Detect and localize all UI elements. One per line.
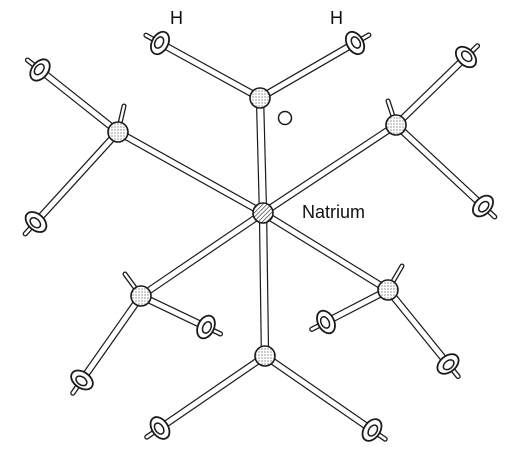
o-h-bond	[157, 352, 268, 432]
oxygen-atom	[385, 114, 407, 136]
o-h-bond	[33, 129, 121, 225]
o-h-bond	[262, 352, 375, 434]
sodium-atom	[252, 202, 274, 224]
hydrogen-atom	[143, 30, 170, 56]
hydrogen-atom	[144, 416, 171, 440]
bonds-layer	[33, 39, 486, 434]
hydrogen-label-right: H	[330, 8, 343, 28]
o-h-bond	[324, 286, 390, 326]
na-o-bond	[138, 209, 266, 300]
o-h-bond	[78, 293, 145, 383]
na-o-bond	[116, 128, 265, 217]
na-o-bond	[255, 97, 268, 214]
hydrogen-atom	[344, 30, 372, 56]
hydrogen-label-left: H	[170, 8, 183, 28]
oxygen-label: O	[279, 109, 292, 128]
hydrogen-atom	[436, 353, 461, 380]
sodium-label: Natrium	[302, 202, 365, 222]
atoms-layer	[22, 30, 498, 442]
hydrogen-atom	[472, 194, 498, 220]
oxygen-atom	[249, 87, 271, 109]
o-h-bond	[37, 67, 121, 135]
oxygen-atom	[254, 345, 276, 367]
o-h-bond	[385, 287, 451, 367]
o-h-bond	[139, 292, 208, 331]
oxygen-marker	[277, 110, 293, 126]
o-h-bond	[158, 39, 262, 102]
na-o-bond	[258, 212, 270, 357]
o-h-bond	[393, 122, 486, 209]
hydrogen-atom	[24, 57, 51, 82]
hydrogen-atom	[196, 314, 224, 340]
hydrogen-atom	[454, 43, 481, 69]
oxygen-atom	[377, 279, 399, 301]
o-h-bond	[393, 54, 469, 128]
oxygen-atom	[107, 121, 129, 143]
o-h-bond	[258, 39, 357, 102]
na-o-bond	[260, 121, 399, 217]
hydrogen-atom	[309, 309, 336, 335]
oxygen-atom	[130, 285, 152, 307]
na-o-bond	[261, 209, 390, 294]
hydrogen-atom	[22, 211, 48, 237]
hydrogen-atom	[361, 418, 388, 442]
hydrogen-atom	[70, 369, 94, 396]
